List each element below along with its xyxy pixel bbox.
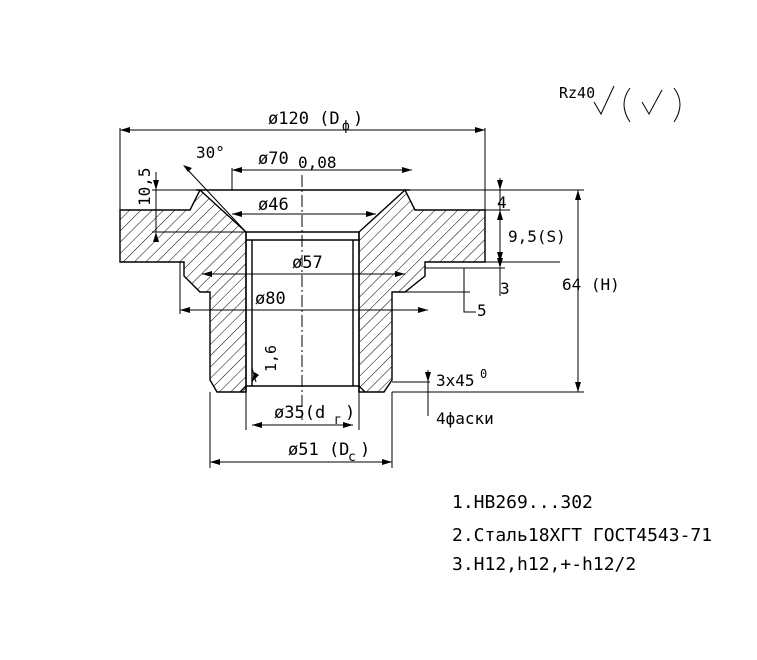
- roughness-symbol: Rz40: [559, 84, 681, 123]
- dim-surface-r16: 1,6: [251, 345, 280, 383]
- svg-text:ø35(d: ø35(d: [274, 403, 325, 423]
- note-3: 3.Н12,h12,+-h12/2: [452, 554, 636, 575]
- note-1: 1.НВ269...302: [452, 492, 593, 513]
- svg-text:4: 4: [497, 193, 507, 212]
- dim-d80: ø80: [179, 262, 428, 314]
- svg-text:1,6: 1,6: [262, 345, 280, 372]
- svg-text:ø70: ø70: [258, 149, 289, 169]
- svg-text:): ): [345, 403, 355, 423]
- svg-text:4фаски: 4фаски: [436, 409, 494, 428]
- svg-text:): ): [360, 440, 370, 460]
- dim-d120: ø120 (D ф ): [119, 109, 486, 210]
- roughness-label: Rz40: [559, 84, 595, 102]
- svg-text:г: г: [334, 413, 342, 428]
- svg-text:ø57: ø57: [292, 253, 323, 273]
- svg-text:ø120 (D: ø120 (D: [268, 109, 340, 129]
- dim-d35: ø35(d г ): [245, 392, 360, 430]
- svg-text:): ): [353, 109, 363, 129]
- bore-outline: [196, 189, 410, 393]
- technical-notes: 1.НВ269...302 2.Сталь18ХГТ ГОСТ4543-71 3…: [452, 492, 712, 575]
- svg-text:64 (H): 64 (H): [562, 275, 620, 294]
- dim-h105: 10,5: [135, 167, 246, 242]
- dim-d70: ø70 0,08: [231, 149, 412, 190]
- dim-d46: ø46: [232, 195, 376, 217]
- svg-text:9,5(S): 9,5(S): [508, 227, 566, 246]
- svg-text:0,08: 0,08: [298, 153, 337, 172]
- svg-text:3x45: 3x45: [436, 371, 475, 390]
- dim-angle: 30°: [183, 143, 247, 233]
- svg-text:5: 5: [477, 301, 487, 320]
- dim-right-heights: 4 9,5(S) 3 5 64 (H): [392, 178, 620, 393]
- svg-text:0: 0: [480, 367, 487, 381]
- part-section-right: [358, 188, 486, 393]
- svg-text:ø46: ø46: [258, 195, 289, 215]
- svg-text:ø51 (D: ø51 (D: [288, 440, 349, 460]
- svg-text:ф: ф: [342, 119, 350, 134]
- dim-chamfer: 3x45 0 4фаски: [392, 367, 494, 428]
- svg-text:30°: 30°: [196, 143, 225, 162]
- dim-d51: ø51 (D c ): [209, 392, 393, 468]
- svg-text:10,5: 10,5: [135, 167, 154, 206]
- svg-text:3: 3: [500, 279, 510, 298]
- note-2: 2.Сталь18ХГТ ГОСТ4543-71: [452, 525, 712, 546]
- dim-d57: ø57: [202, 253, 405, 277]
- svg-text:ø80: ø80: [255, 289, 286, 309]
- part-section-left: [119, 188, 247, 393]
- svg-text:c: c: [348, 450, 356, 465]
